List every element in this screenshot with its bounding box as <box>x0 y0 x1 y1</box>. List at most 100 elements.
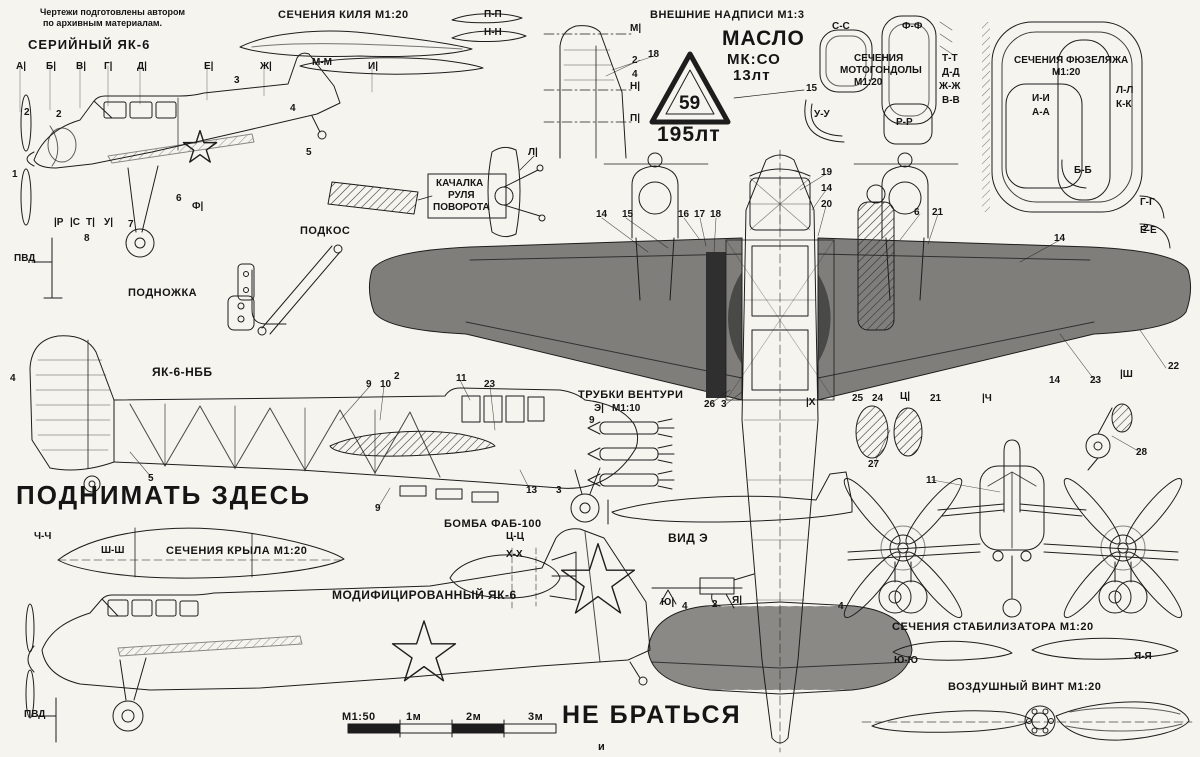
section-marker: |Ч <box>982 393 992 404</box>
section-marker: Ж| <box>260 61 272 72</box>
label-pitot-top: ПВД <box>14 253 36 264</box>
section-marker: Ф| <box>192 201 204 212</box>
view-fuselage-sections <box>982 21 1171 249</box>
section-marker: |С <box>70 217 81 228</box>
callout-number: 4 <box>838 601 844 612</box>
section-marker: |Р <box>54 217 64 228</box>
stencil-do-not-grab: НЕ БРАТЬСЯ <box>562 701 742 729</box>
view-propeller <box>861 701 1193 741</box>
label-and: и <box>598 741 606 753</box>
section-marker: Г-Г <box>1140 197 1155 208</box>
marking-triangle <box>649 51 805 125</box>
view-modified-side <box>25 528 651 743</box>
callout-number: 14 <box>1049 375 1061 386</box>
callout-number: 22 <box>1168 361 1180 372</box>
callout-number: 13 <box>526 485 538 496</box>
callout-number: 18 <box>648 49 660 60</box>
section-marker: П-П <box>484 9 502 20</box>
detail-step <box>237 263 287 325</box>
scale-bar <box>347 719 557 738</box>
callout-number: 9 <box>366 379 372 390</box>
callout-number: 24 <box>872 393 884 404</box>
credit-line-1: Чертежи подготовлены автором <box>40 7 186 17</box>
title-nbb: ЯК-6-НББ <box>152 365 213 379</box>
section-marker: К-К <box>1116 99 1132 110</box>
callout-number: 4 <box>682 601 688 612</box>
callout-number: 9 <box>589 415 595 426</box>
label-step: ПОДНОЖКА <box>128 287 198 299</box>
section-marker: Б| <box>46 61 56 72</box>
section-marker: И| <box>368 61 378 72</box>
callout-number: 26 <box>704 399 716 410</box>
view-tailfin-side <box>543 25 655 159</box>
view-gun <box>651 573 755 609</box>
title-venturi: ТРУБКИ ВЕНТУРИ <box>578 389 684 401</box>
title-bellcrank-3: ПОВОРОТА <box>433 202 490 213</box>
label-fuel: 195лт <box>657 123 721 146</box>
view-fin-sections <box>239 13 527 75</box>
title-propeller: ВОЗДУШНЫЙ ВИНТ М1:20 <box>948 681 1102 693</box>
view-wing-airfoil <box>57 527 345 579</box>
callout-number: 14 <box>821 183 833 194</box>
callout-number: 4 <box>10 373 16 384</box>
label-2m: 2м <box>466 711 482 723</box>
label-scale: М1:50 <box>342 711 376 723</box>
view-nacelle-sections <box>804 15 953 145</box>
callout-number: 2 <box>394 371 400 382</box>
callout-number: 7 <box>128 219 134 230</box>
title-external-marks: ВНЕШНИЕ НАДПИСИ М1:3 <box>650 9 805 21</box>
section-marker: Н-Н <box>484 27 502 38</box>
callout-number: 4 <box>632 69 638 80</box>
callout-number: 3 <box>234 75 240 86</box>
callout-number: 5 <box>306 147 312 158</box>
section-marker: Ц-Ц <box>506 531 524 542</box>
callout-number: 9 <box>375 503 381 514</box>
section-marker: А| <box>16 61 27 72</box>
view-serial-side <box>20 52 341 299</box>
callout-number: 23 <box>484 379 496 390</box>
section-marker: |Х <box>806 397 816 408</box>
section-marker: М| <box>630 23 642 34</box>
view-silhouette <box>607 471 853 525</box>
callout-number: 15 <box>622 209 634 220</box>
callout-number: 6 <box>176 193 182 204</box>
section-marker: Р-Р <box>896 117 913 128</box>
section-marker: Э| <box>594 403 604 414</box>
label-venturi-scale: М1:10 <box>612 403 641 414</box>
detail-strut <box>227 244 343 336</box>
section-marker: Ю| <box>661 597 675 608</box>
callout-number: 25 <box>852 393 864 404</box>
callout-number: 3 <box>556 485 562 496</box>
callout-number: 11 <box>456 373 467 384</box>
callout-number: 16 <box>678 209 690 220</box>
view-nbb-side <box>29 335 639 523</box>
credit-line-2: по архивным материалам. <box>43 18 163 28</box>
label-1m: 1м <box>406 711 422 723</box>
section-marker: Х-Х <box>506 549 523 560</box>
section-marker: Ш-Ш <box>101 545 125 556</box>
title-stab-sections: СЕЧЕНИЯ СТАБИЛИЗАТОРА М1:20 <box>892 621 1094 633</box>
section-marker: Б-Б <box>1074 165 1092 176</box>
section-marker: Я-Я <box>1134 651 1152 662</box>
callout-number: 1 <box>12 169 18 180</box>
section-marker: Ч-Ч <box>34 531 52 542</box>
stencil-lift-here: ПОДНИМАТЬ ЗДЕСЬ <box>16 480 312 510</box>
label-oil-1: МАСЛО <box>722 27 805 50</box>
detail-bellcrank <box>327 146 546 238</box>
callout-number: 20 <box>821 199 833 210</box>
view-front <box>843 429 1183 618</box>
label-triangle-number: 59 <box>679 93 701 114</box>
section-marker: Е-Е <box>1140 225 1157 236</box>
view-venturi <box>587 418 675 490</box>
section-marker: В| <box>76 61 87 72</box>
callout-number: 15 <box>806 83 818 94</box>
callout-number: 2 <box>56 109 62 120</box>
callout-number: 2 <box>1143 223 1149 234</box>
callout-number: 11 <box>926 475 937 486</box>
title-nacelle-3: М1:20 <box>854 77 883 88</box>
title-serial-yak6: СЕРИЙНЫЙ ЯК-6 <box>28 37 151 52</box>
callout-number: 6 <box>914 207 920 218</box>
